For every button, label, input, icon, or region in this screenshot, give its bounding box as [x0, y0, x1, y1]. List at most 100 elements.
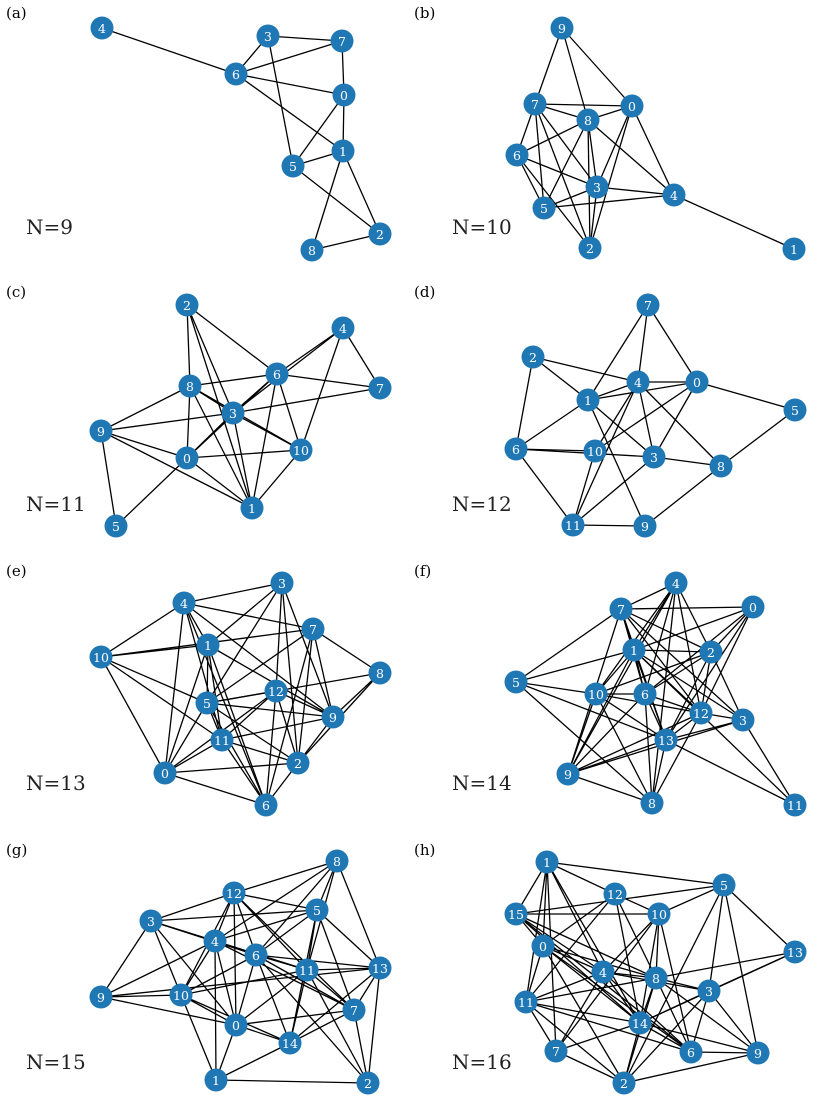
- node-11: 11: [561, 513, 585, 537]
- edge-3-10: [232, 412, 302, 451]
- node-3: 3: [139, 909, 163, 933]
- node-8: 8: [640, 791, 664, 815]
- node-label: 5: [112, 519, 120, 534]
- edge-1-14: [546, 861, 641, 1024]
- edge-12-11: [221, 690, 277, 741]
- node-0: 0: [332, 83, 356, 107]
- node-label: 1: [212, 1073, 220, 1088]
- node-label: 9: [754, 1046, 762, 1061]
- node-label: 6: [252, 948, 260, 963]
- node-circle: [746, 1041, 770, 1065]
- node-label: 0: [749, 600, 757, 615]
- edge-5-0: [164, 702, 208, 774]
- node-count-label: N=12: [452, 492, 512, 516]
- node-label: 5: [791, 403, 799, 418]
- node-circle: [172, 591, 196, 615]
- node-circle: [270, 571, 294, 595]
- node-label: 7: [531, 97, 539, 112]
- node-circle: [741, 595, 765, 619]
- node-13: 13: [368, 956, 392, 980]
- node-circle: [221, 401, 245, 425]
- edge-6-14: [255, 954, 291, 1044]
- node-5: 5: [783, 398, 807, 422]
- node-circle: [504, 437, 528, 461]
- node-5: 5: [305, 898, 329, 922]
- edge-14-9: [639, 1022, 759, 1054]
- node-10: 10: [583, 439, 607, 463]
- edge-15-14: [515, 913, 641, 1024]
- edge-1-6: [207, 644, 267, 806]
- node-circle: [195, 691, 219, 715]
- node-label: 1: [630, 643, 638, 658]
- node-label: 2: [529, 350, 537, 365]
- edge-4-11: [525, 971, 604, 1003]
- node-1: 1: [782, 237, 806, 261]
- node-circle: [633, 682, 657, 706]
- edge-13-14: [289, 967, 381, 1044]
- edge-2-9: [623, 1052, 759, 1084]
- node-circle: [584, 682, 608, 706]
- node-circle: [523, 92, 547, 116]
- edge-4-8: [637, 381, 722, 467]
- edge-1-4: [546, 861, 604, 973]
- edge-8-1: [189, 385, 253, 509]
- node-label: 6: [262, 798, 270, 813]
- node-label: 11: [214, 733, 230, 748]
- node-circle: [278, 1031, 302, 1055]
- edge-13-8: [655, 951, 796, 979]
- node-label: 0: [232, 1018, 240, 1033]
- node-label: 10: [587, 444, 603, 459]
- node-label: 10: [93, 650, 109, 665]
- node-label: 9: [97, 424, 105, 439]
- node-label: 3: [147, 914, 155, 929]
- node-2: 2: [175, 293, 199, 317]
- node-10: 10: [289, 438, 313, 462]
- panel-letter: (h): [414, 841, 435, 859]
- edge-0-1: [186, 457, 253, 509]
- node-5: 5: [104, 514, 128, 538]
- node-circle: [783, 793, 807, 817]
- node-label: 1: [584, 393, 592, 408]
- node-9: 9: [321, 705, 345, 729]
- edge-10-1: [100, 644, 209, 658]
- node-circle: [626, 370, 650, 394]
- node-label: 11: [299, 963, 315, 978]
- node-12: 12: [222, 881, 246, 905]
- edge-8-13: [336, 860, 381, 969]
- node-circle: [514, 990, 538, 1014]
- edge-7-3: [534, 103, 598, 188]
- edge-3-7: [267, 35, 343, 42]
- edge-5-9: [723, 884, 759, 1054]
- edge-7-5: [206, 628, 314, 704]
- node-label: 1: [543, 855, 551, 870]
- edge-8-0: [186, 385, 191, 459]
- edge-12-8: [651, 712, 702, 804]
- edge-6-3: [516, 154, 598, 188]
- edge-8-9: [100, 385, 191, 432]
- node-count-label: N=13: [26, 771, 86, 795]
- node-2: 2: [578, 236, 602, 260]
- node-circle: [591, 960, 615, 984]
- edge-13-9: [567, 739, 667, 775]
- edge-7-6: [265, 628, 314, 806]
- node-circle: [301, 617, 325, 641]
- node-count-label: N=15: [26, 1050, 86, 1074]
- node-9: 9: [550, 16, 574, 40]
- edge-4-6: [183, 602, 267, 806]
- edge-6-7: [276, 373, 381, 389]
- node-circle: [578, 236, 602, 260]
- edge-4-7: [342, 327, 381, 389]
- node-label: 3: [229, 406, 237, 421]
- edge-8-6: [516, 119, 589, 156]
- edge-3-1: [207, 582, 283, 646]
- node-circle: [783, 398, 807, 422]
- node-label: 4: [211, 934, 219, 949]
- edge-1-9: [567, 649, 635, 775]
- node-circle: [576, 388, 600, 412]
